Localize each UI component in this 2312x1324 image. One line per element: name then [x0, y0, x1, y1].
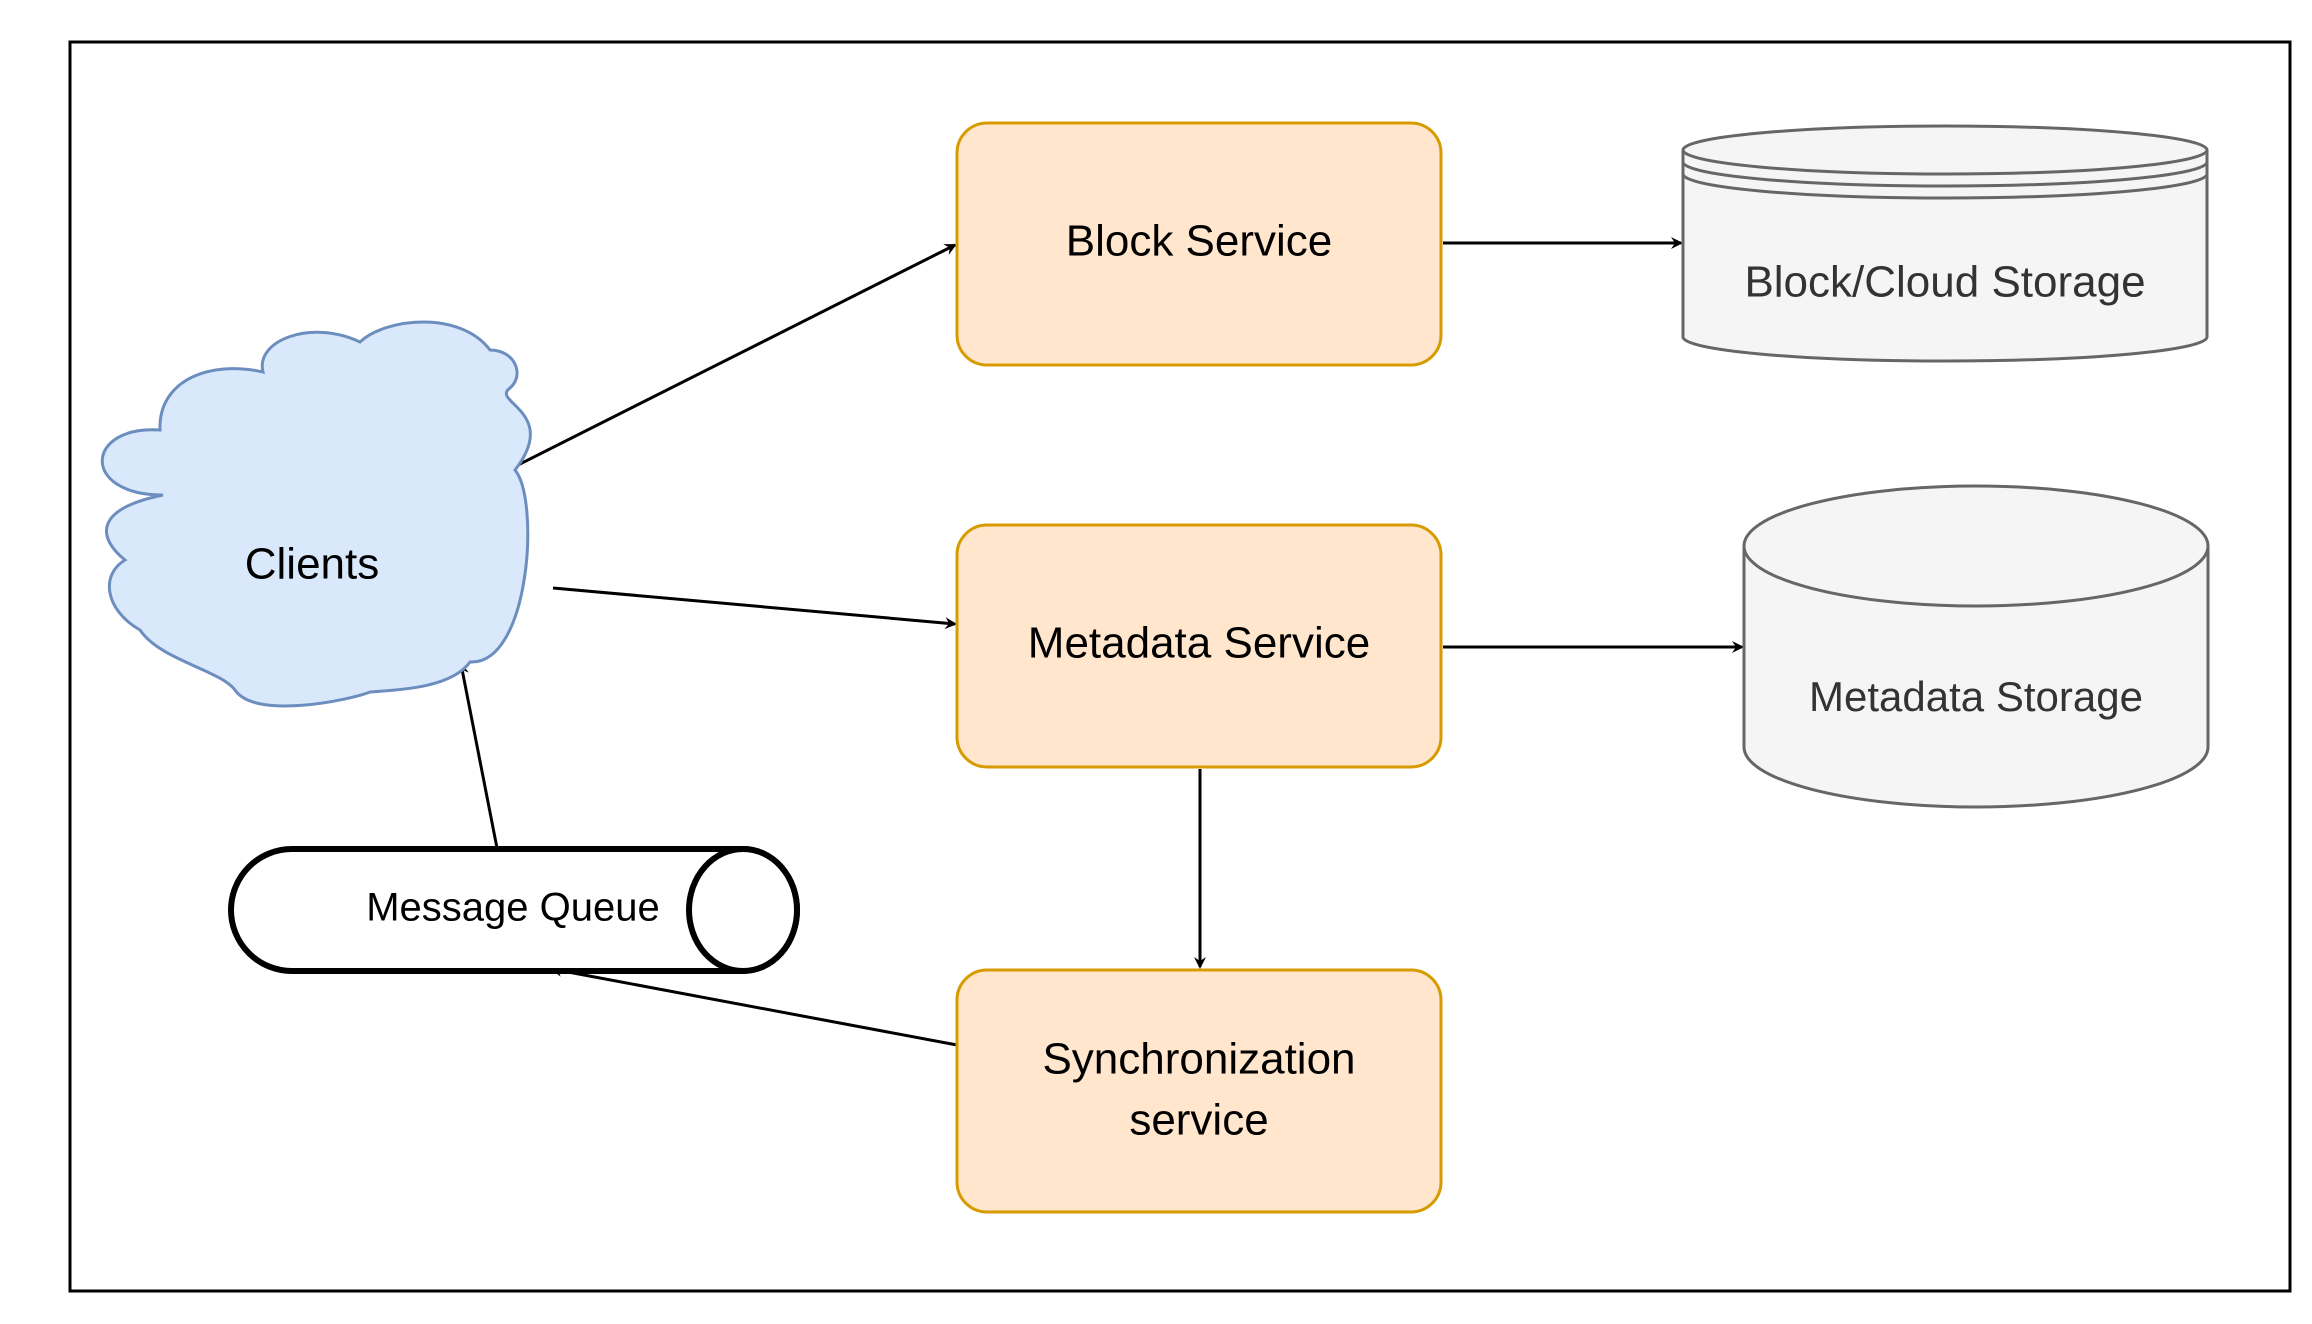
- block-storage-node: Block/Cloud Storage: [1681, 124, 2209, 363]
- block-storage-label: Block/Cloud Storage: [1744, 258, 2145, 307]
- metadata-storage-top: [1742, 484, 2210, 608]
- clients-label: Clients: [245, 540, 380, 589]
- block-service-node: Block Service: [955, 121, 1443, 367]
- metadata-service-box: [955, 523, 1443, 769]
- edge-clients-to-block-service: [507, 243, 957, 472]
- metadata-storage-body: [1742, 546, 2210, 809]
- block-service-label: Block Service: [1066, 217, 1333, 266]
- block-storage-top: [1681, 124, 2209, 176]
- sync-service-label-line2: service: [1129, 1096, 1268, 1145]
- metadata-service-label: Metadata Service: [1028, 619, 1370, 668]
- message-queue-end-cap: [686, 846, 800, 974]
- block-storage-ring-1: [1681, 161, 2209, 188]
- edge-sync-service-to-message-queue: [550, 964, 958, 1047]
- message-queue-label: Message Queue: [366, 886, 660, 930]
- block-storage-ring-2: [1681, 173, 2209, 200]
- clients-node: Clients: [100, 320, 532, 708]
- diagram-frame: [68, 40, 2292, 1293]
- block-service-box: [955, 121, 1443, 367]
- metadata-service-node: Metadata Service: [955, 523, 1443, 769]
- metadata-storage-label: Metadata Storage: [1809, 673, 2143, 720]
- cloud-icon: [100, 320, 532, 708]
- sync-service-node: Synchronization service: [955, 968, 1443, 1214]
- edge-message-queue-to-clients: [457, 662, 499, 849]
- metadata-storage-node: Metadata Storage: [1742, 484, 2210, 809]
- message-queue-node: Message Queue: [228, 846, 800, 974]
- sync-service-label-line1: Synchronization: [1042, 1035, 1355, 1084]
- sync-service-box: [955, 968, 1443, 1214]
- edge-clients-to-metadata-service: [552, 586, 957, 630]
- block-storage-body: [1681, 150, 2209, 363]
- edges: [457, 237, 1744, 1047]
